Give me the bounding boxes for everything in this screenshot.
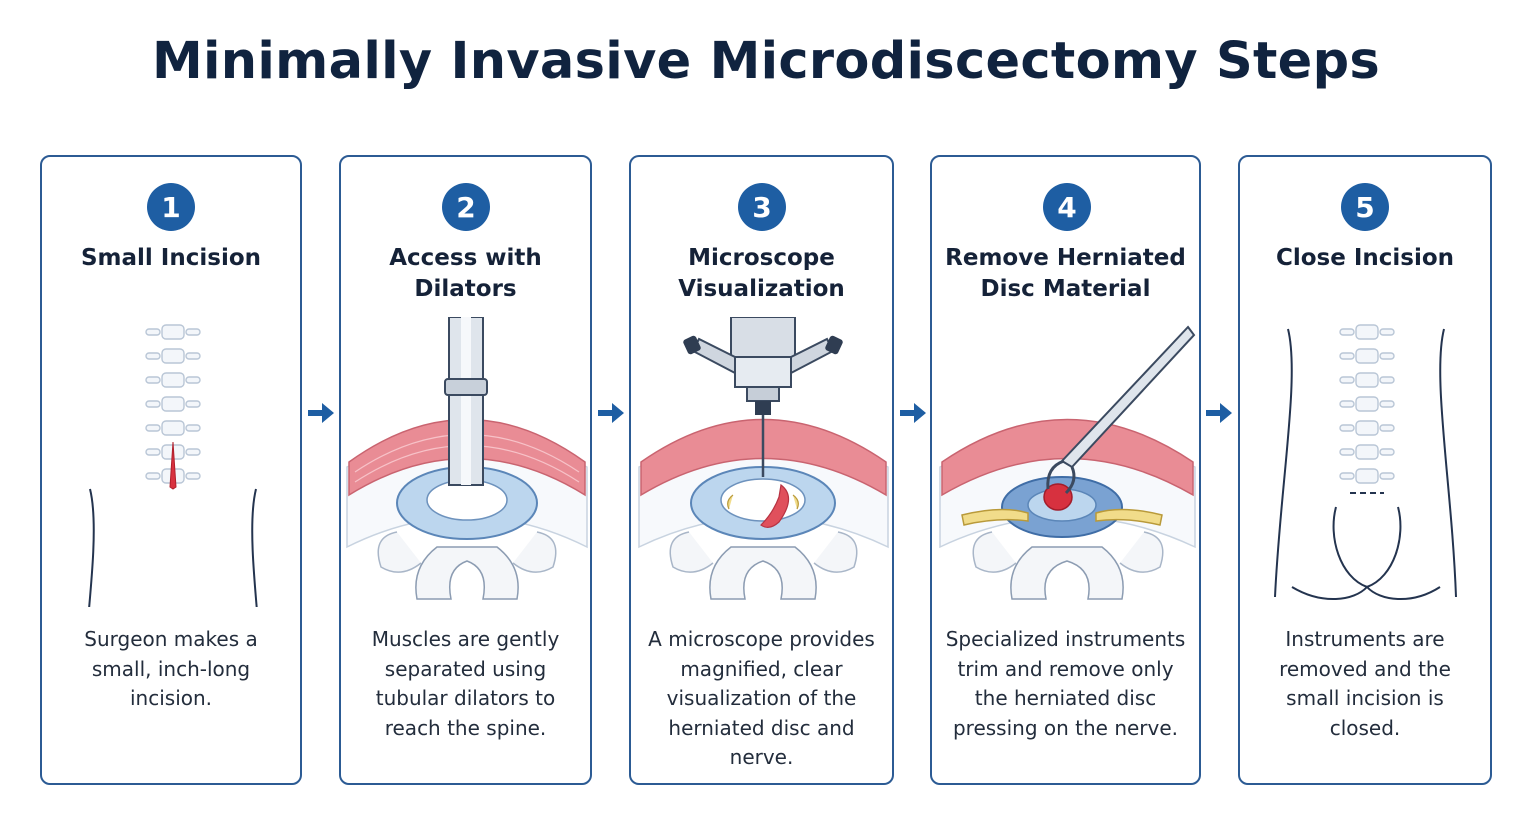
arrow-right-icon bbox=[900, 403, 926, 423]
arrow-right-icon bbox=[598, 403, 624, 423]
arrow-right-icon bbox=[308, 403, 334, 423]
step-title: Access with Dilators bbox=[389, 245, 542, 302]
step-title: Remove Herniated Disc Material bbox=[945, 245, 1186, 302]
closed-incision-icon bbox=[1274, 324, 1457, 600]
step-description: Surgeon makes a small, inch-long incisio… bbox=[84, 627, 258, 710]
step-card-3: 3 Microscope Visualization A microscope … bbox=[629, 155, 894, 785]
step-title: Small Incision bbox=[80, 245, 262, 271]
step-number-badge: 2 bbox=[442, 183, 490, 231]
step-number-badge: 5 bbox=[1341, 183, 1389, 231]
back-incision-icon bbox=[88, 324, 258, 607]
surgical-instrument-icon bbox=[939, 325, 1196, 600]
page-title: Minimally Invasive Microdiscectomy Steps bbox=[151, 32, 1381, 91]
arrow-right-icon bbox=[1206, 403, 1232, 423]
step-card-1: 1 Small Incision bbox=[40, 155, 302, 785]
step-number-badge: 4 bbox=[1043, 183, 1091, 231]
microscope-icon bbox=[638, 317, 889, 600]
step-title: Microscope Visualization bbox=[678, 245, 845, 302]
step-description: Muscles are gently separated using tubul… bbox=[371, 627, 560, 740]
step-number-badge: 3 bbox=[738, 183, 786, 231]
step-title: Close Incision bbox=[1275, 245, 1455, 271]
tubular-dilator-icon bbox=[346, 317, 588, 600]
step-description: Instruments are removed and the small in… bbox=[1279, 627, 1451, 740]
step-number-badge: 1 bbox=[147, 183, 195, 231]
step-card-2: 2 Access with Dilators Muscles are gentl… bbox=[339, 155, 592, 785]
step-description: A microscope provides magnified, clear v… bbox=[648, 627, 875, 769]
step-description: Specialized instruments trim and remove … bbox=[945, 627, 1186, 740]
step-card-5: 5 Close Incision Instruments are bbox=[1238, 155, 1492, 785]
step-card-4: 4 Remove Herniated Disc Material Special… bbox=[930, 155, 1201, 785]
